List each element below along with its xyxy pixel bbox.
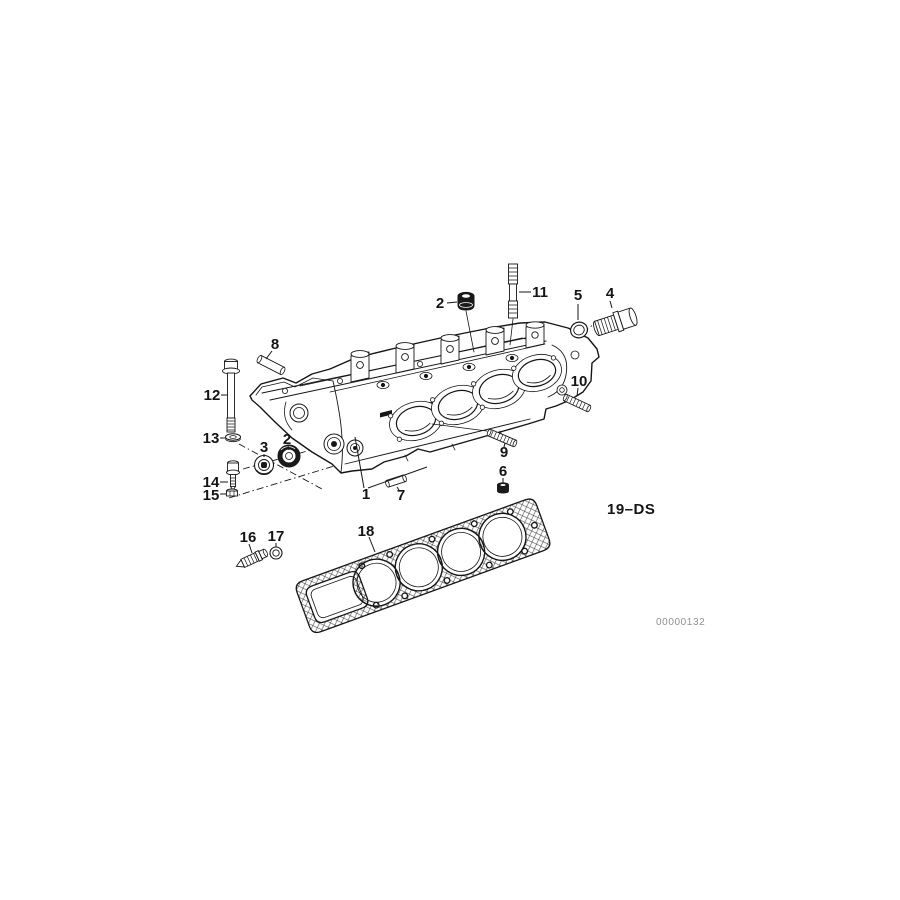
part-dowel-pin-8 (256, 354, 286, 376)
part-stud-9 (486, 428, 518, 448)
part-plug-4 (593, 307, 638, 337)
callout-15[interactable]: 15 (203, 487, 220, 504)
document-number: 00000132 (656, 617, 705, 628)
cylinder-head-drawing (249, 310, 600, 474)
part-dowel-pin-7 (385, 474, 407, 488)
callout-14[interactable]: 14 (203, 474, 220, 491)
callout-7[interactable]: 7 (397, 487, 405, 504)
callout-9[interactable]: 9 (500, 444, 508, 461)
part-seal-3 (253, 454, 275, 476)
callout-12[interactable]: 12 (204, 387, 221, 404)
head-gasket-drawing (295, 498, 551, 634)
part-cam-seal-2 (277, 444, 301, 468)
part-washer-13 (225, 433, 241, 443)
part-plug-bolt-16 (235, 548, 269, 569)
part-oring-5 (569, 321, 589, 339)
part-bolt-14 (226, 460, 240, 491)
callout-1[interactable]: 1 (362, 486, 370, 503)
part-ring-17 (269, 546, 283, 560)
part-stud-11 (508, 263, 518, 319)
callout-2-top[interactable]: 2 (436, 295, 444, 312)
section-code: 19–DS (607, 501, 655, 518)
part-nut-15 (226, 488, 238, 497)
callout-6[interactable]: 6 (499, 463, 507, 480)
callout-18[interactable]: 18 (358, 523, 375, 540)
part-head-bolt-12 (222, 358, 240, 433)
callout-3[interactable]: 3 (260, 439, 268, 456)
part-valve-stem-seal-top (457, 291, 475, 311)
callout-4[interactable]: 4 (606, 285, 615, 302)
part-stud-10 (562, 393, 592, 413)
callout-2-front[interactable]: 2 (283, 431, 291, 448)
part-cap-nut-6 (497, 482, 509, 494)
callout-16[interactable]: 16 (240, 529, 257, 546)
callout-8[interactable]: 8 (271, 336, 279, 353)
callout-10[interactable]: 10 (571, 373, 588, 390)
callout-leader-lines (220, 291, 613, 554)
callout-13[interactable]: 13 (203, 430, 220, 447)
callout-5[interactable]: 5 (574, 287, 582, 304)
callout-17[interactable]: 17 (268, 528, 285, 545)
callout-11[interactable]: 11 (532, 284, 548, 301)
